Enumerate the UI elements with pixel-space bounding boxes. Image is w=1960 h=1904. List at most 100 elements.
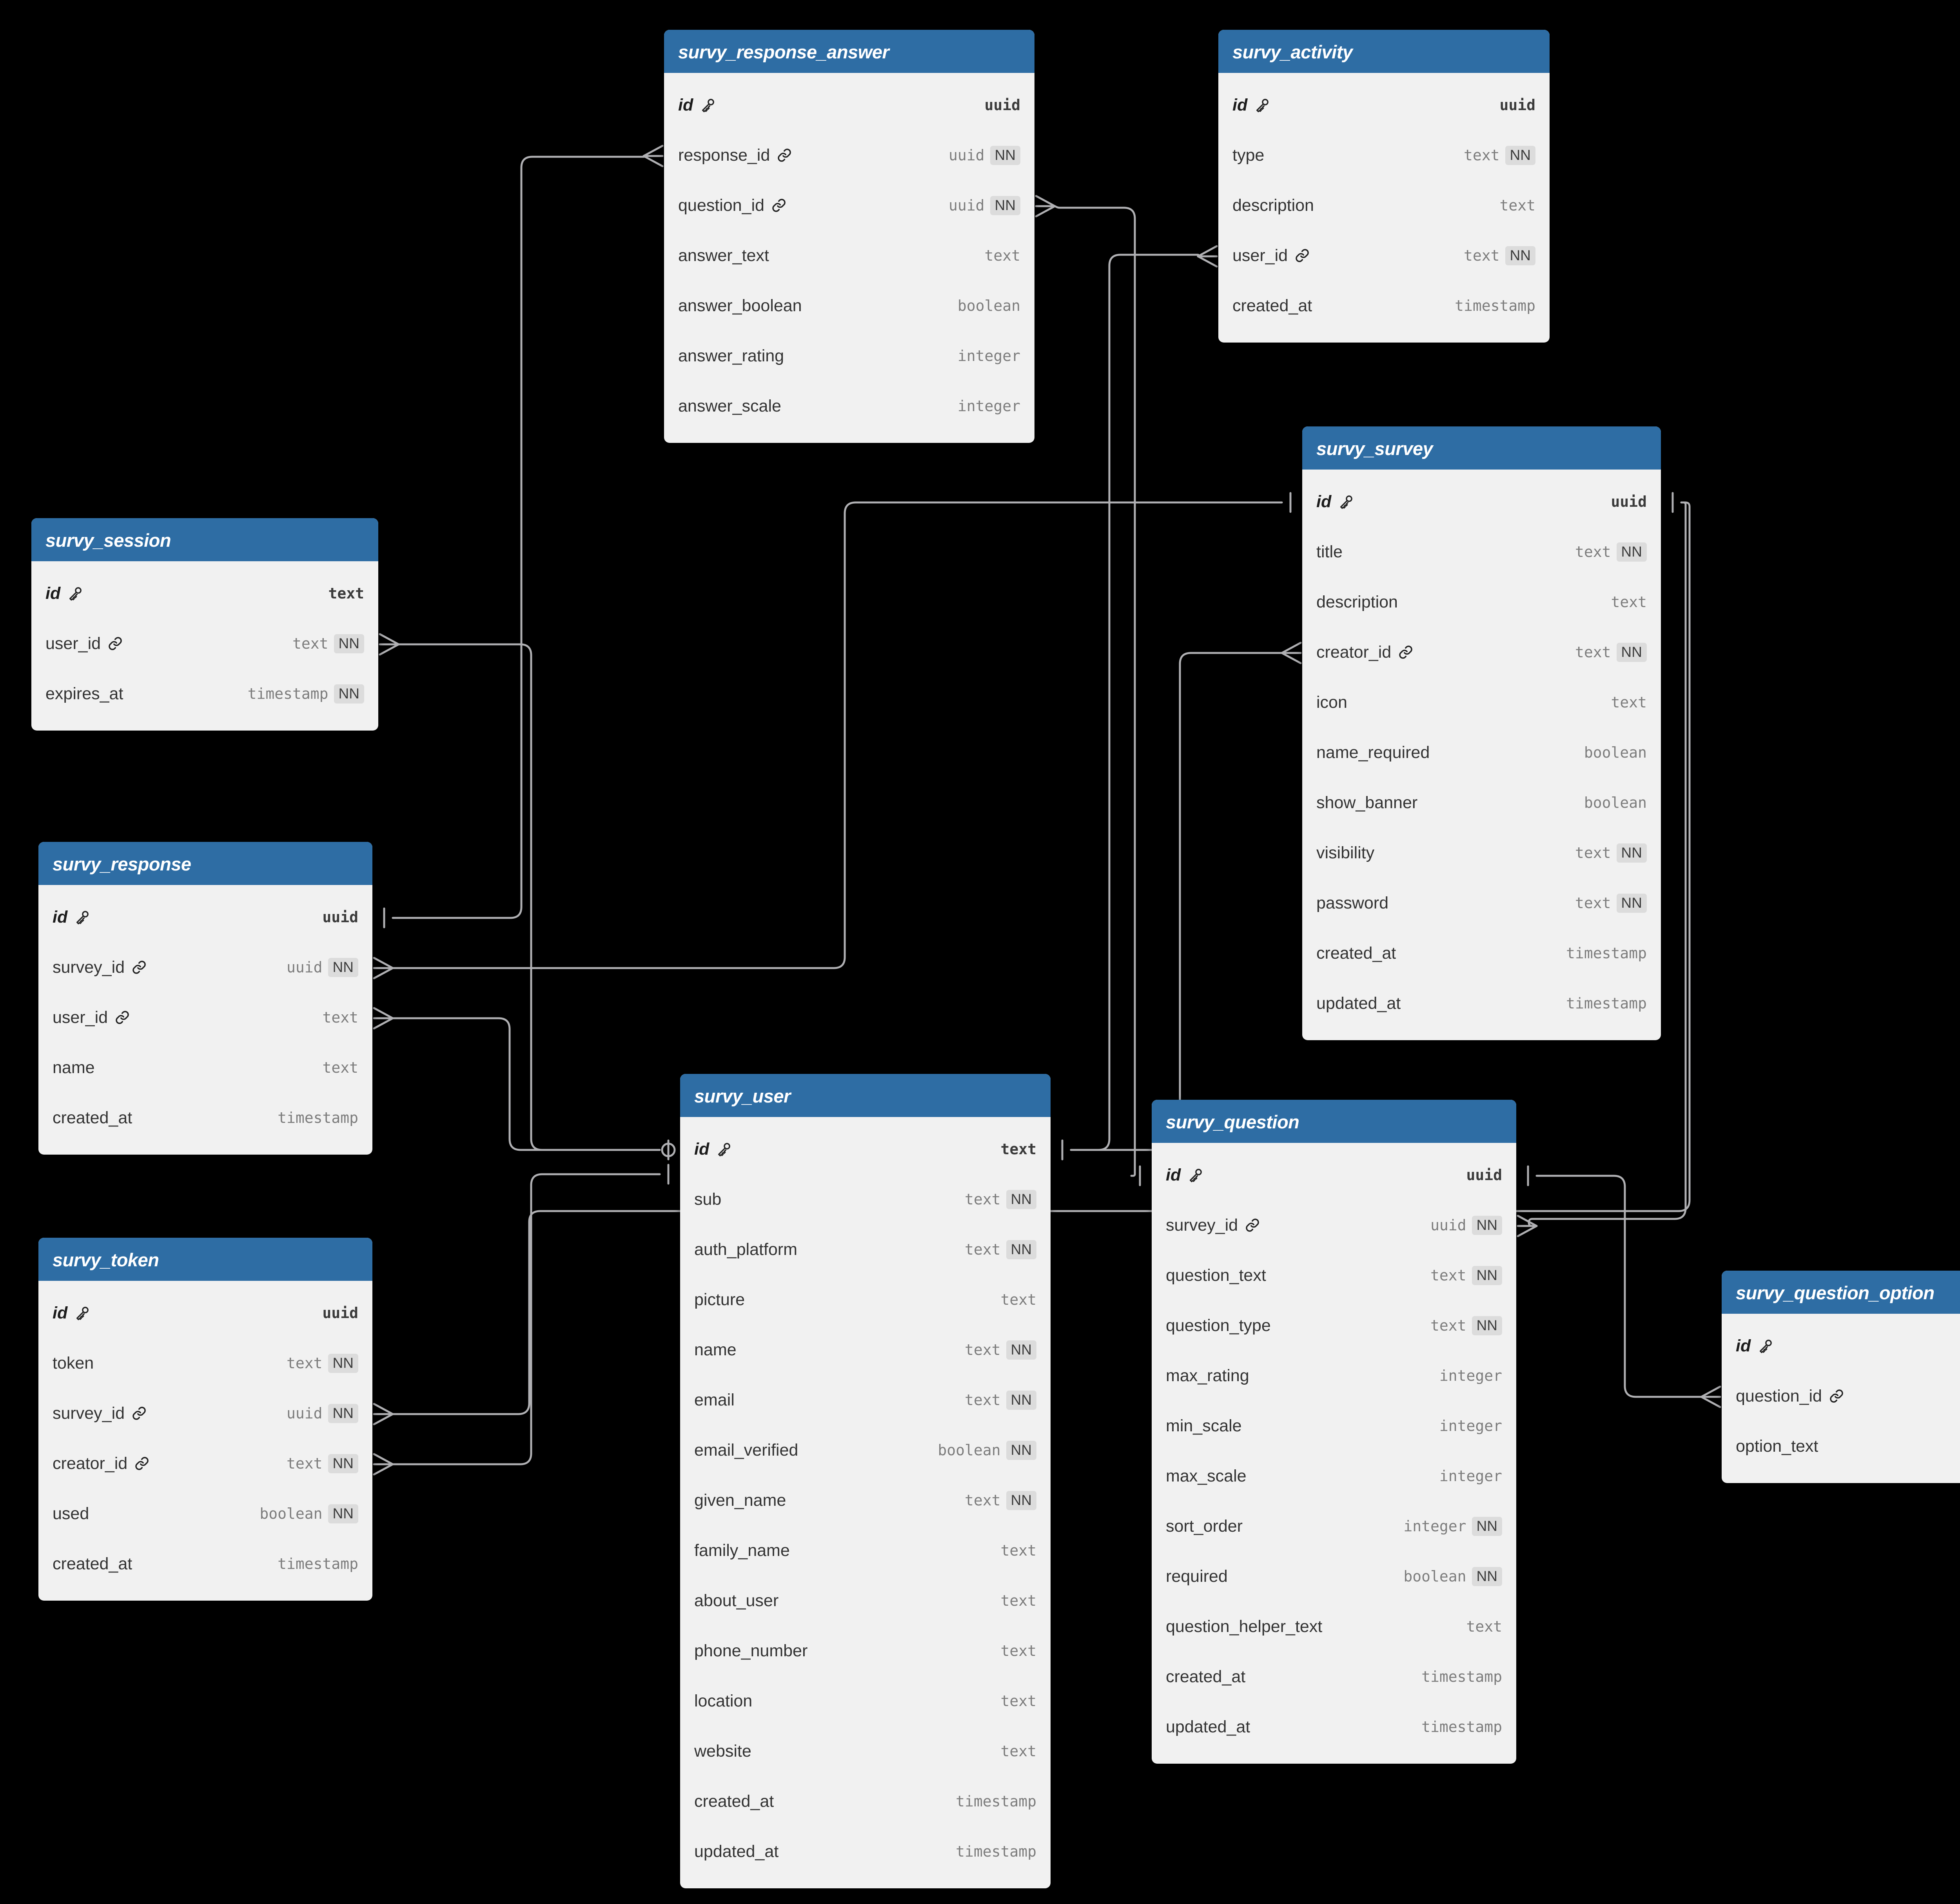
edge-line-user-to-response — [392, 1017, 661, 1151]
crowfoot-user-to-response — [373, 1017, 394, 1030]
field-name: location — [694, 1691, 753, 1710]
crowfoot-survey-to-token — [373, 1403, 394, 1415]
field-row[interactable]: min_scaleintegerNN — [1152, 1401, 1516, 1451]
link-icon — [108, 636, 123, 651]
entity-title-survy_survey: survy_survey — [1302, 426, 1661, 470]
entity-table-survy_response[interactable]: survy_responseiduuidNNsurvey_iduuidNNuse… — [38, 842, 372, 1155]
field-row[interactable]: show_bannerbooleanNN — [1302, 778, 1661, 828]
entity-table-survy_token[interactable]: survy_tokeniduuidNNtokentextNNsurvey_idu… — [38, 1238, 372, 1601]
field-row[interactable]: max_scaleintegerNN — [1152, 1451, 1516, 1501]
field-type: text — [1430, 1317, 1466, 1334]
entity-table-survy_user[interactable]: survy_useridtextNNsubtextNNauth_platform… — [680, 1074, 1051, 1888]
field-row[interactable]: locationtextNN — [680, 1676, 1051, 1726]
field-row[interactable]: answer_scaleintegerNN — [664, 381, 1034, 431]
field-row[interactable]: descriptiontextNN — [1302, 577, 1661, 627]
key-icon — [1254, 97, 1270, 113]
entity-table-survy_question_option[interactable]: survy_question_optioniduuidNNquestion_id… — [1722, 1271, 1960, 1483]
crowfoot-survey-to-question — [1517, 1215, 1538, 1227]
entity-title-survy_activity: survy_activity — [1218, 30, 1550, 73]
field-type: text — [287, 1455, 323, 1472]
field-row[interactable]: websitetextNN — [680, 1726, 1051, 1776]
entity-fields-survy_survey: iduuidNNtitletextNNdescriptiontextNNcrea… — [1302, 470, 1661, 1040]
field-name: survey_id — [53, 1404, 125, 1423]
entity-table-survy_activity[interactable]: survy_activity iduuidNNtypetextNNdescript… — [1218, 30, 1550, 343]
field-row[interactable]: icontextNN — [1302, 677, 1661, 727]
field-name: max_rating — [1166, 1366, 1249, 1385]
not-null-badge: NN — [334, 634, 364, 653]
entity-table-survy_survey[interactable]: survy_surveyiduuidNNtitletextNNdescripti… — [1302, 426, 1661, 1040]
entity-title-survy_response_answer: survy_response_answer — [664, 30, 1034, 73]
edge-line-user-to-activity — [1070, 254, 1200, 1151]
relationship-user-to-response — [373, 1007, 676, 1157]
field-name: min_scale — [1166, 1416, 1242, 1435]
field-row[interactable]: answer_ratingintegerNN — [664, 331, 1034, 381]
field-row[interactable]: max_ratingintegerNN — [1152, 1351, 1516, 1401]
field-row[interactable]: phone_numbertextNN — [680, 1626, 1051, 1676]
crowfoot-user-to-token — [373, 1453, 394, 1465]
entity-table-survy_session[interactable]: survy_sessionidtextNNuser_idtextNNexpire… — [31, 518, 378, 731]
entity-table-survy_response_answer[interactable]: survy_response_answer iduuidNNresponse_id… — [664, 30, 1034, 443]
entity-table-survy_question[interactable]: survy_questioniduuidNNsurvey_iduuidNNque… — [1152, 1100, 1516, 1764]
field-row[interactable]: picturetextNN — [680, 1275, 1051, 1325]
not-null-badge: NN — [328, 1504, 358, 1523]
field-row[interactable]: about_usertextNN — [680, 1576, 1051, 1626]
field-row[interactable]: answer_booleanbooleanNN — [664, 281, 1034, 331]
field-name: created_at — [1166, 1667, 1246, 1686]
field-row[interactable]: descriptiontextNN — [1218, 180, 1550, 230]
field-name: max_scale — [1166, 1466, 1247, 1485]
